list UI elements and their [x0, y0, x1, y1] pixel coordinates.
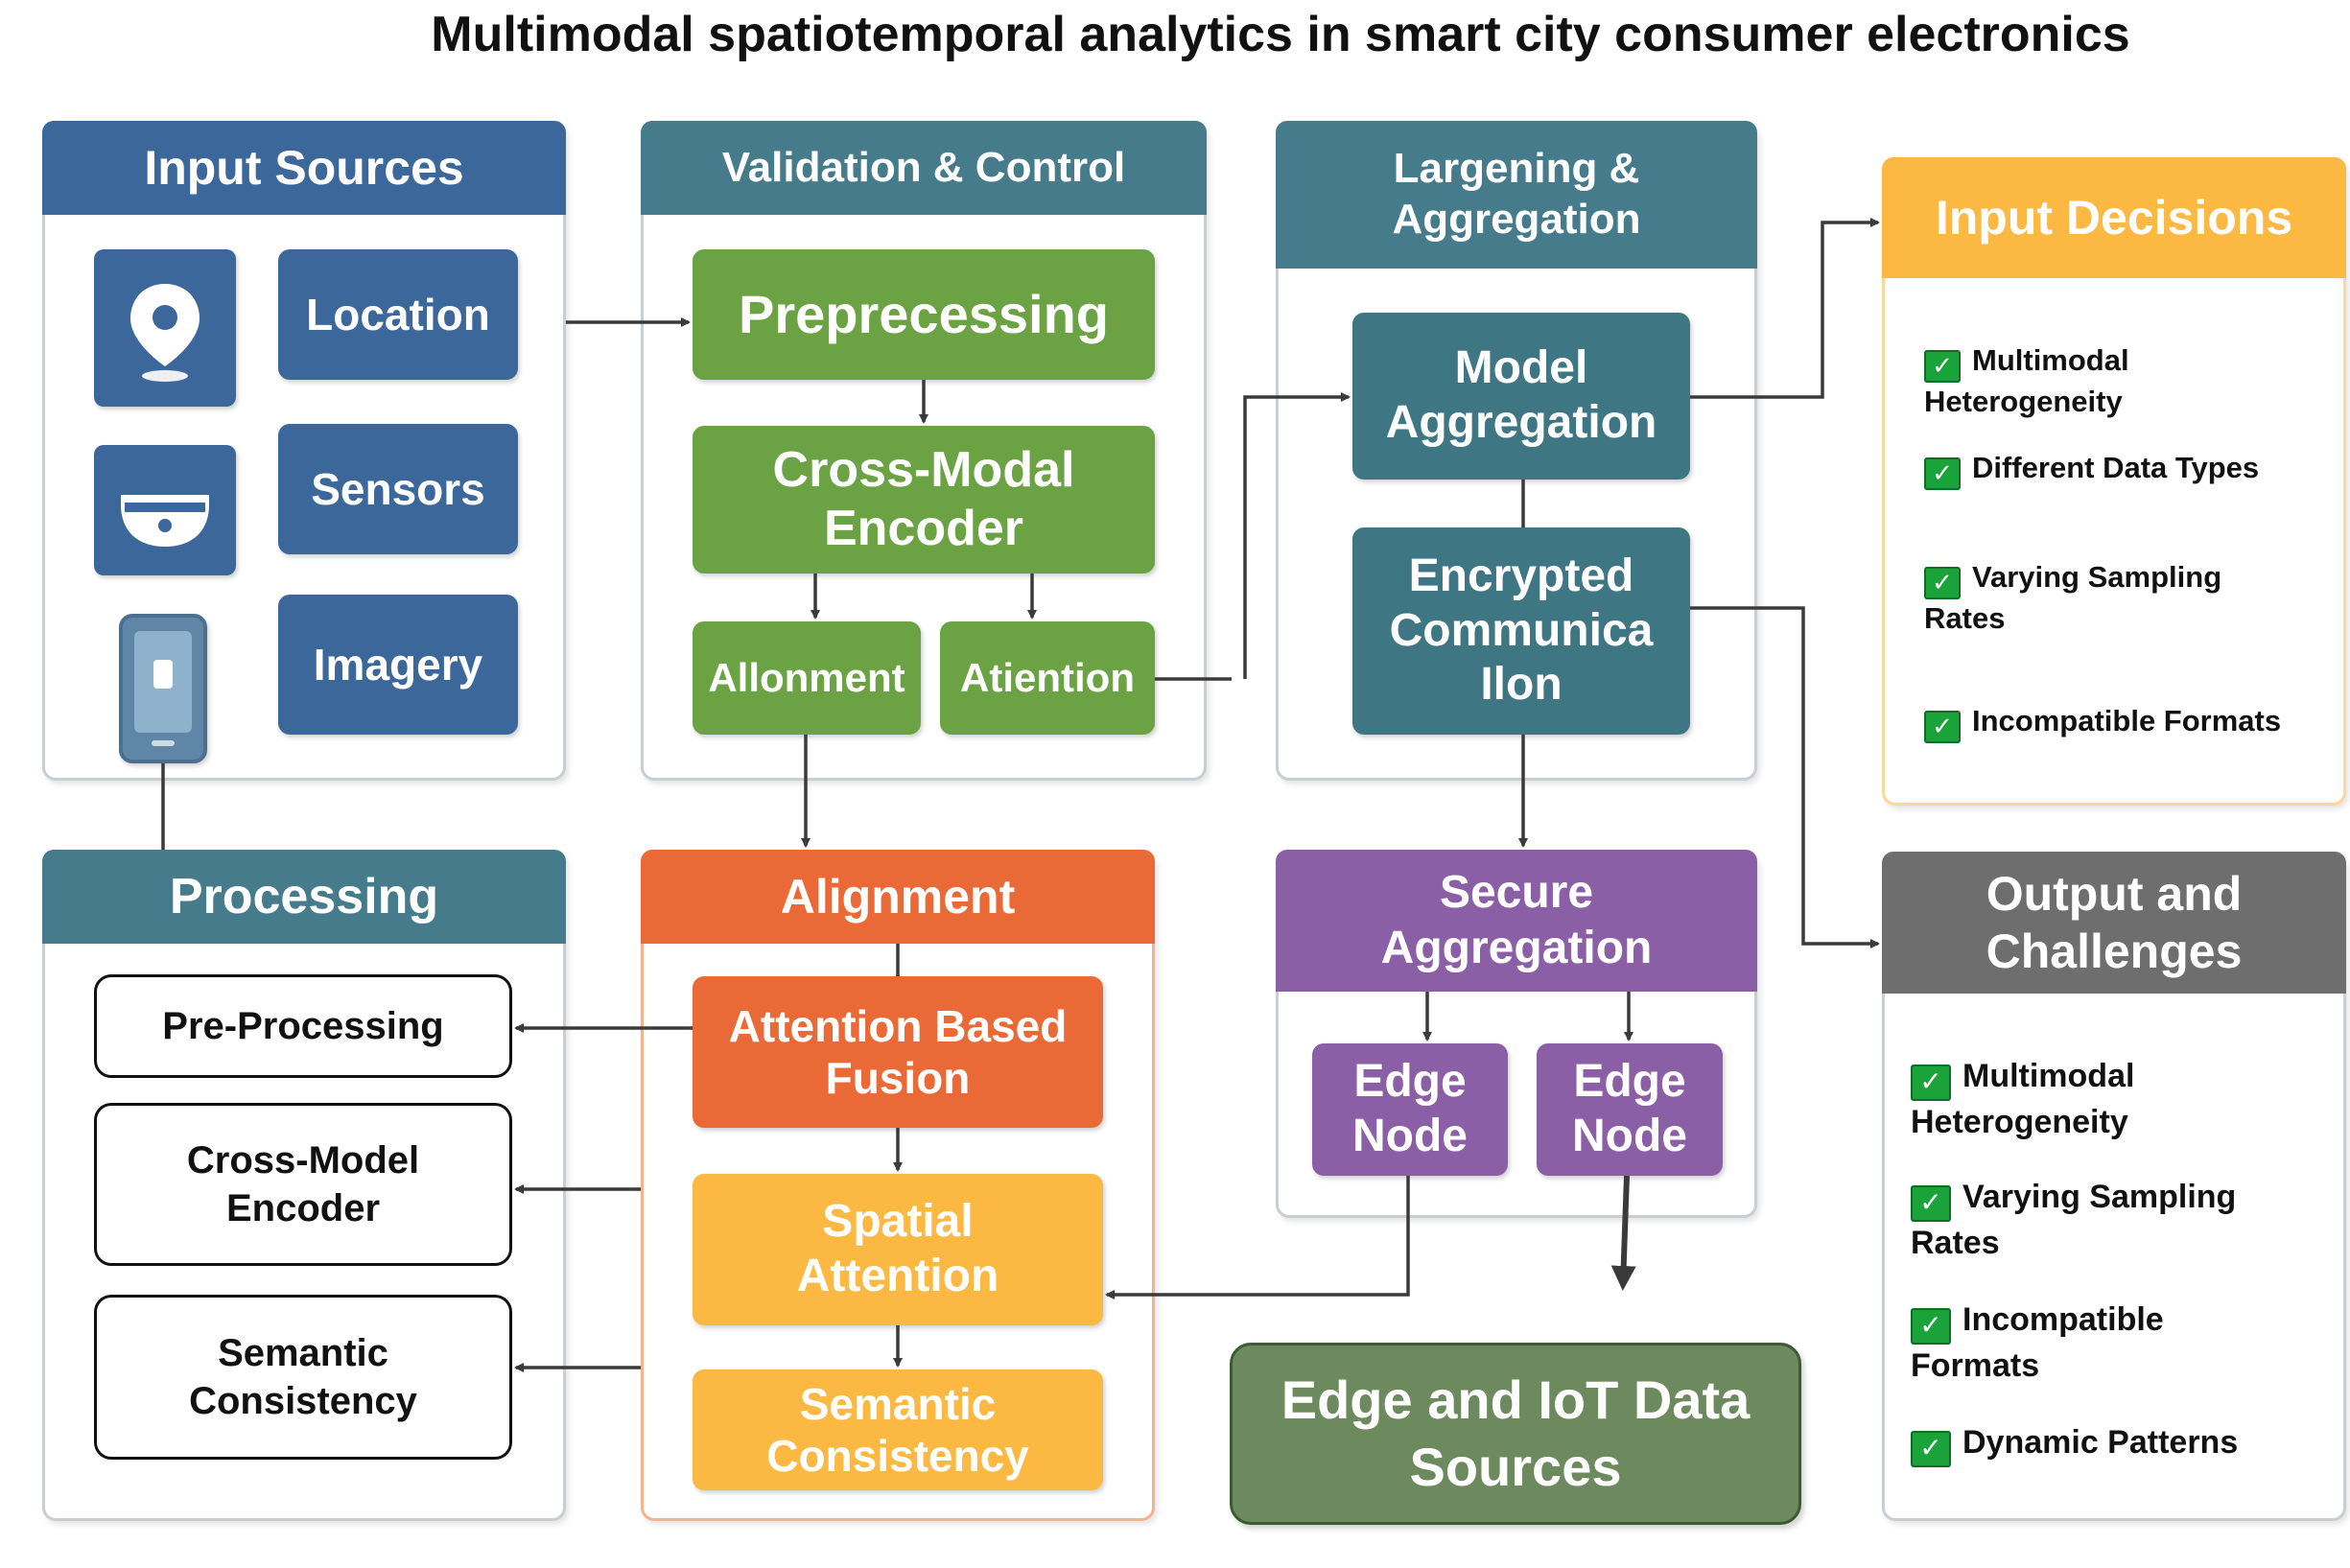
- check-icon: ✓: [1911, 1431, 1951, 1467]
- check-item-continuation: Rates: [1911, 1225, 2000, 1261]
- edge-node-2: Edge Node: [1537, 1043, 1723, 1176]
- check-item-continuation: Heterogeneity: [1924, 385, 2123, 418]
- check-item-continuation: Rates: [1924, 601, 2006, 635]
- preprecessing-node: Preprecessing: [693, 249, 1155, 380]
- validation-control-header: Validation & Control: [641, 121, 1207, 215]
- sensor-icon-box: [94, 445, 236, 575]
- camera-sensor-icon: [121, 495, 209, 547]
- check-item-label: Multimodal: [1972, 343, 2129, 377]
- output-challenges-panel: Output and Challenges: [1882, 852, 2346, 1521]
- check-item-label: Different Data Types: [1972, 451, 2260, 484]
- check-icon: ✓: [1924, 711, 1961, 743]
- semantic-consistency-node: Semantic Consistency: [693, 1369, 1103, 1490]
- input-item-location: Location: [278, 249, 518, 380]
- arrow-encrypted-to-output: [1690, 606, 1880, 948]
- input-item-imagery: Imagery: [278, 595, 518, 735]
- attention-based-fusion-node: Attention Based Fusion: [693, 976, 1103, 1128]
- secure-aggregation-header: Secure Aggregation: [1276, 850, 1757, 992]
- check-item-label: Varying Sampling: [1962, 1179, 2237, 1215]
- smartphone-box: [119, 614, 207, 763]
- edge-iot-data-sources: Edge and IoT Data Sources: [1230, 1343, 1801, 1525]
- check-item-continuation: Formats: [1911, 1347, 2040, 1384]
- output-challenges-header: Output and Challenges: [1882, 852, 2346, 994]
- output-item: ✓ Dynamic Patterns: [1911, 1421, 2333, 1467]
- location-pin-icon: [130, 284, 200, 382]
- diagram-title: Multimodal spatiotemporal analytics in s…: [431, 7, 2130, 62]
- pre-processing-box: Pre-Processing: [94, 974, 512, 1078]
- input-decision-item: ✓ Incompatible Formats: [1924, 702, 2327, 743]
- encrypted-communication-node: Encrypted Communica Ilon: [1352, 527, 1690, 735]
- semantic-consistency-box: Semantic Consistency: [94, 1295, 512, 1460]
- location-icon-box: [94, 249, 236, 407]
- largening-aggregation-header: Largening & Aggregation: [1276, 121, 1757, 269]
- edge-node-1: Edge Node: [1312, 1043, 1508, 1176]
- check-item-label: Multimodal: [1962, 1058, 2135, 1094]
- input-decisions-header: Input Decisions: [1882, 157, 2346, 278]
- check-item-continuation: Heterogeneity: [1911, 1104, 2128, 1140]
- check-item-label: Incompatible Formats: [1972, 704, 2282, 737]
- check-icon: ✓: [1924, 457, 1961, 490]
- check-item-label: Varying Sampling: [1972, 560, 2222, 594]
- alignment-header: Alignment: [641, 850, 1155, 944]
- input-sources-header: Input Sources: [42, 121, 566, 215]
- arrow-model-to-input-decisions: [1690, 218, 1880, 399]
- input-decision-item: ✓ Different Data Types: [1924, 449, 2327, 490]
- check-item-label: Incompatible: [1962, 1301, 2164, 1338]
- input-item-sensors: Sensors: [278, 424, 518, 554]
- arrow-edge-to-spatial: [1105, 1176, 1410, 1299]
- model-aggregation-node: Model Aggregation: [1352, 313, 1690, 480]
- arrow-edge-to-iot: [1610, 1175, 1636, 1291]
- arrow-attention-to-model-aggregation: [1155, 397, 1349, 681]
- check-icon: ✓: [1924, 567, 1961, 599]
- cross-modal-encoder-node: Cross-Modal Encoder: [693, 426, 1155, 573]
- atiention-node: Atiention: [940, 621, 1155, 735]
- smartphone-icon: [134, 631, 192, 746]
- check-item-label: Dynamic Patterns: [1962, 1424, 2239, 1461]
- check-icon: ✓: [1924, 350, 1961, 383]
- spatial-attention-node: Spatial Attention: [693, 1174, 1103, 1325]
- check-icon: ✓: [1911, 1185, 1951, 1222]
- processing-header: Processing: [42, 850, 566, 944]
- allonment-node: Allonment: [693, 621, 921, 735]
- cross-model-encoder-box: Cross-Model Encoder: [94, 1103, 512, 1266]
- check-icon: ✓: [1911, 1065, 1951, 1101]
- check-icon: ✓: [1911, 1308, 1951, 1345]
